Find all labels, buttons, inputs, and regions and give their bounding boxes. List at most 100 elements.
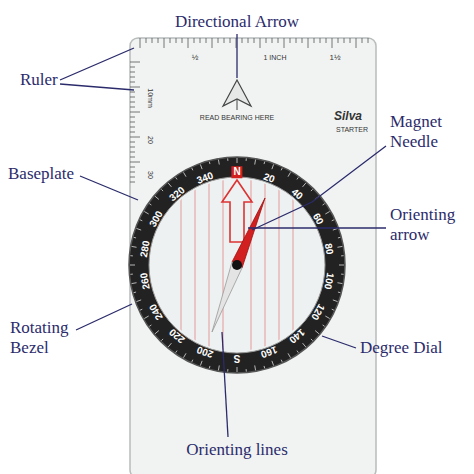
ruler-tick	[130, 67, 135, 68]
ruler-tick	[338, 38, 339, 43]
part-label: Directional Arrow	[175, 12, 299, 32]
bezel-tick	[136, 228, 141, 230]
ruler-tick	[278, 38, 279, 43]
ruler-tick	[206, 38, 207, 43]
degree-number: S	[234, 352, 241, 364]
ruler-tick	[130, 102, 135, 103]
ruler-tick	[130, 62, 140, 63]
ruler-tick	[130, 117, 135, 118]
ruler-tick	[260, 38, 261, 48]
bezel-tick	[176, 177, 177, 179]
bezel-tick	[136, 300, 141, 302]
bezel-tick	[237, 367, 238, 372]
bezel-tick	[149, 204, 151, 205]
ruler-mark: ½	[192, 53, 199, 62]
bezel-tick	[338, 292, 340, 294]
bezel-tick	[149, 325, 151, 326]
bezel-tick	[140, 220, 142, 221]
ruler-tick	[302, 38, 303, 43]
bezel-ring	[129, 157, 345, 373]
bezel-ticks	[130, 158, 344, 372]
bezel-tick	[337, 246, 342, 248]
bezel-tick	[155, 196, 159, 199]
ruler-mark: 20	[146, 136, 154, 144]
bezel-tick	[144, 316, 148, 319]
ruler-tick	[290, 38, 291, 43]
needle-north	[232, 198, 265, 268]
ruler-tick	[176, 38, 177, 43]
bezel-tick	[333, 300, 338, 302]
ruler-mark: 30	[146, 171, 154, 179]
bezel-tick	[168, 183, 171, 187]
bezel-tick	[209, 162, 211, 164]
degree-number: 160	[259, 344, 279, 361]
model-name: STARTER	[336, 126, 368, 134]
degree-number: N	[231, 166, 242, 178]
ruler-tick	[130, 157, 135, 158]
bezel-tick	[337, 282, 342, 284]
ruler-mark: 1 INCH	[264, 54, 287, 62]
ruler-tick	[130, 137, 140, 138]
ruler-tick	[362, 38, 363, 43]
bezel-tick	[297, 177, 298, 179]
bezel-tick	[325, 212, 329, 215]
bezel-tick	[130, 255, 132, 256]
ruler-tick	[326, 38, 327, 43]
part-label: Rotating Bezel	[10, 318, 90, 357]
bezel-tick	[264, 162, 266, 164]
bezel-tick	[315, 331, 319, 334]
bezel-tick	[332, 309, 334, 310]
ruler-tick	[130, 77, 135, 78]
degree-number: 300	[147, 208, 165, 228]
bezel-tick	[140, 309, 142, 310]
bezel-tick	[338, 237, 340, 239]
bezel-tick	[218, 365, 220, 370]
part-label: Ruler	[20, 70, 58, 90]
needle-south	[212, 262, 242, 332]
bezel-tick	[272, 164, 274, 169]
ruler-tick	[140, 38, 141, 48]
ruler-tick	[130, 92, 135, 93]
ruler-tick	[130, 72, 135, 73]
degree-number: 320	[167, 184, 187, 204]
bezel-tick	[130, 265, 135, 266]
ruler-tick	[272, 38, 273, 43]
ruler-tick	[158, 38, 159, 43]
degree-number: 340	[195, 169, 215, 186]
ruler-tick	[212, 38, 213, 48]
leader-lines	[60, 34, 386, 437]
bezel-tick	[227, 369, 228, 371]
bezel-tick	[161, 189, 163, 191]
bezel-tick	[200, 361, 202, 366]
ruler-tick	[130, 97, 135, 98]
degree-number: 200	[195, 344, 215, 361]
degree-number: 40	[289, 186, 305, 202]
ruler-tick	[332, 38, 333, 48]
ruler-tick	[188, 38, 189, 48]
bezel-tick	[288, 353, 291, 357]
ruler-tick	[266, 38, 267, 43]
bezel-tick	[237, 158, 238, 163]
bezel-tick	[155, 331, 159, 334]
ruler-tick	[130, 182, 135, 183]
ruler-tick	[130, 107, 135, 108]
bezel-tick	[254, 160, 256, 165]
ruler-mark: 10mm	[146, 88, 154, 107]
ruler-tick	[152, 38, 153, 43]
degree-number: 240	[147, 301, 165, 321]
degree-number: 140	[287, 326, 307, 346]
bezel-tick	[168, 343, 171, 347]
bezel-tick	[297, 351, 298, 353]
bezel-tick	[311, 339, 313, 341]
ruler-tick	[146, 38, 147, 43]
bezel-tick	[281, 168, 282, 170]
degree-number: 280	[138, 240, 152, 258]
ruler-tick	[130, 122, 135, 123]
part-label: Degree Dial	[360, 338, 443, 358]
bezel-tick	[323, 204, 325, 205]
capsule	[149, 177, 325, 353]
ruler-tick	[296, 38, 297, 43]
bezel-tick	[272, 361, 274, 366]
bezel-tick	[134, 292, 136, 294]
degree-number: 260	[138, 272, 152, 290]
